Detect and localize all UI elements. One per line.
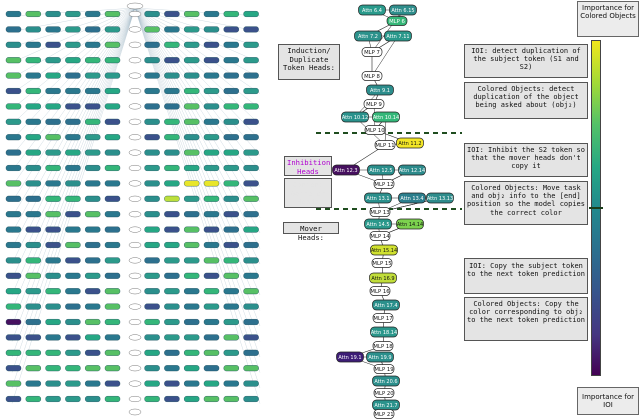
attention-head-node: Attn 7.2 [354,30,382,42]
node-label: Attn 10.12 [342,115,368,121]
mlp-node: MLP 20 [373,388,395,398]
node-label: Attn 7.11 [386,34,409,40]
attention-head-node: Attn 16.9 [369,272,397,284]
node-label: MLP 18 [373,344,393,350]
node-label: Attn 13.13 [427,196,453,202]
colored-objects-duplication-description: Colored Objects: detect duplication of t… [464,82,588,119]
full-circuit-thumbnail [5,2,261,416]
mlp-node: MLP 8 [361,71,383,81]
node-label: MLP 12 [374,182,393,188]
mlp-node: MLP 10 [364,125,386,135]
mlp-node: MLP 15 [371,258,393,268]
attention-head-node: Attn 13.1 [364,192,392,204]
node-label: Attn 20.6 [374,379,397,385]
attention-head-node: Attn 14.14 [396,218,424,230]
attention-head-node: Attn 14.5 [364,218,392,230]
mlp-node: MLP 6 [386,16,408,26]
node-label: MLP 17 [373,316,392,322]
attention-head-node: Attn 12.5 [367,164,395,176]
mlp-node: MLP 12 [373,179,395,189]
node-label: MLP 19 [374,367,393,373]
ioi-copy-description: IOI: Copy the subject token to the next … [464,258,588,294]
attention-head-node: Attn 15.14 [370,244,398,256]
attention-head-node: Attn 6.15 [389,4,417,16]
node-label: Attn 21.7 [374,403,397,409]
node-label: Attn 11.2 [398,141,421,147]
attention-head-node: Attn 19.1 [336,351,364,363]
node-label: Attn 12.3 [334,168,357,174]
mlp-node: MLP 17 [372,313,394,323]
attention-head-node: Attn 13.13 [426,192,454,204]
mlp-node: MLP 14 [369,231,391,241]
attention-head-node: Attn 19.9 [366,351,394,363]
mlp-node: MLP 16 [369,286,391,296]
colored-objects-copy-description: Colored Objects: Copy the color correspo… [464,297,588,341]
node-label: Attn 6.15 [391,8,414,14]
node-label: MLP 11 [375,143,394,149]
attention-head-node: Attn 10.12 [341,111,369,123]
attention-head-node: Attn 9.1 [366,84,394,96]
node-label: MLP 16 [370,289,390,295]
mlp-node: MLP 19 [373,364,395,374]
attention-head-node: Attn 12.3 [332,164,360,176]
node-label: Attn 9.1 [370,88,390,94]
mlp-node: MLP 13 [369,207,391,217]
node-label: Attn 15.14 [371,248,397,254]
attention-head-node: Attn 17.4 [372,299,400,311]
node-label: MLP 20 [374,391,394,397]
colorbar-midline [589,207,603,209]
ioi-inhibition-description: IOI: Inhibit the S2 token so that the mo… [464,143,588,177]
node-label: MLP 7 [364,50,380,56]
mlp-node: MLP 9 [363,99,385,109]
node-label: MLP 9 [366,102,382,108]
node-label: Attn 13.4 [400,196,423,202]
attention-head-node: Attn 13.4 [398,192,426,204]
attention-head-node: Attn 12.14 [398,164,426,176]
attention-head-node: Attn 18.14 [370,326,398,338]
node-label: Attn 14.14 [397,222,423,228]
node-label: Attn 14.5 [366,222,389,228]
mlp-node: MLP 18 [372,341,394,351]
node-label: MLP 14 [370,234,390,240]
node-label: Attn 19.1 [338,355,361,361]
mlp-node: MLP 11 [374,140,396,150]
node-label: Attn 12.14 [399,168,425,174]
attention-head-node: Attn 6.4 [358,4,386,16]
mlp-node: MLP 21 [373,409,395,419]
node-label: MLP 21 [374,412,393,418]
node-label: Attn 13.1 [366,196,389,202]
node-label: MLP 13 [370,210,389,216]
node-label: Attn 17.4 [374,303,397,309]
node-label: Attn 19.9 [368,355,391,361]
node-label: MLP 10 [365,128,385,134]
node-label: Attn 18.14 [371,330,397,336]
node-label: MLP 15 [372,261,391,267]
attention-head-node: Attn 20.6 [372,375,400,387]
colored-objects-move-description: Colored Objects: Move task and obj₂ info… [464,181,588,225]
attention-head-node: Attn 21.7 [372,399,400,411]
attention-head-node: Attn 11.2 [396,137,424,149]
node-label: MLP 8 [364,74,380,80]
attention-head-node: Attn 7.11 [384,30,412,42]
mover-heads-label: Mover Heads: [283,222,339,241]
inhibition-heads-label: Inhibition Heads [284,156,332,176]
node-label: MLP 6 [389,19,405,25]
induction-heads-label: Induction/ Duplicate Token Heads: [278,44,340,80]
node-label: Attn 10.14 [373,115,399,121]
ioi-duplication-description: IOI: detect duplication of the subject t… [464,44,588,78]
content-gatherer-heads-label: Content Gatherer Heads [284,178,332,208]
node-label: Attn 6.4 [362,8,382,14]
mlp-node: MLP 7 [361,47,383,57]
attention-head-node: Attn 10.14 [372,111,400,123]
colorbar-top-label: Importance for Colored Objects [577,1,639,37]
colorbar-bottom-label: Importance for IOI [577,387,639,415]
node-label: Attn 16.9 [371,276,394,282]
node-label: Attn 12.5 [369,168,392,174]
node-label: Attn 7.2 [358,34,378,40]
